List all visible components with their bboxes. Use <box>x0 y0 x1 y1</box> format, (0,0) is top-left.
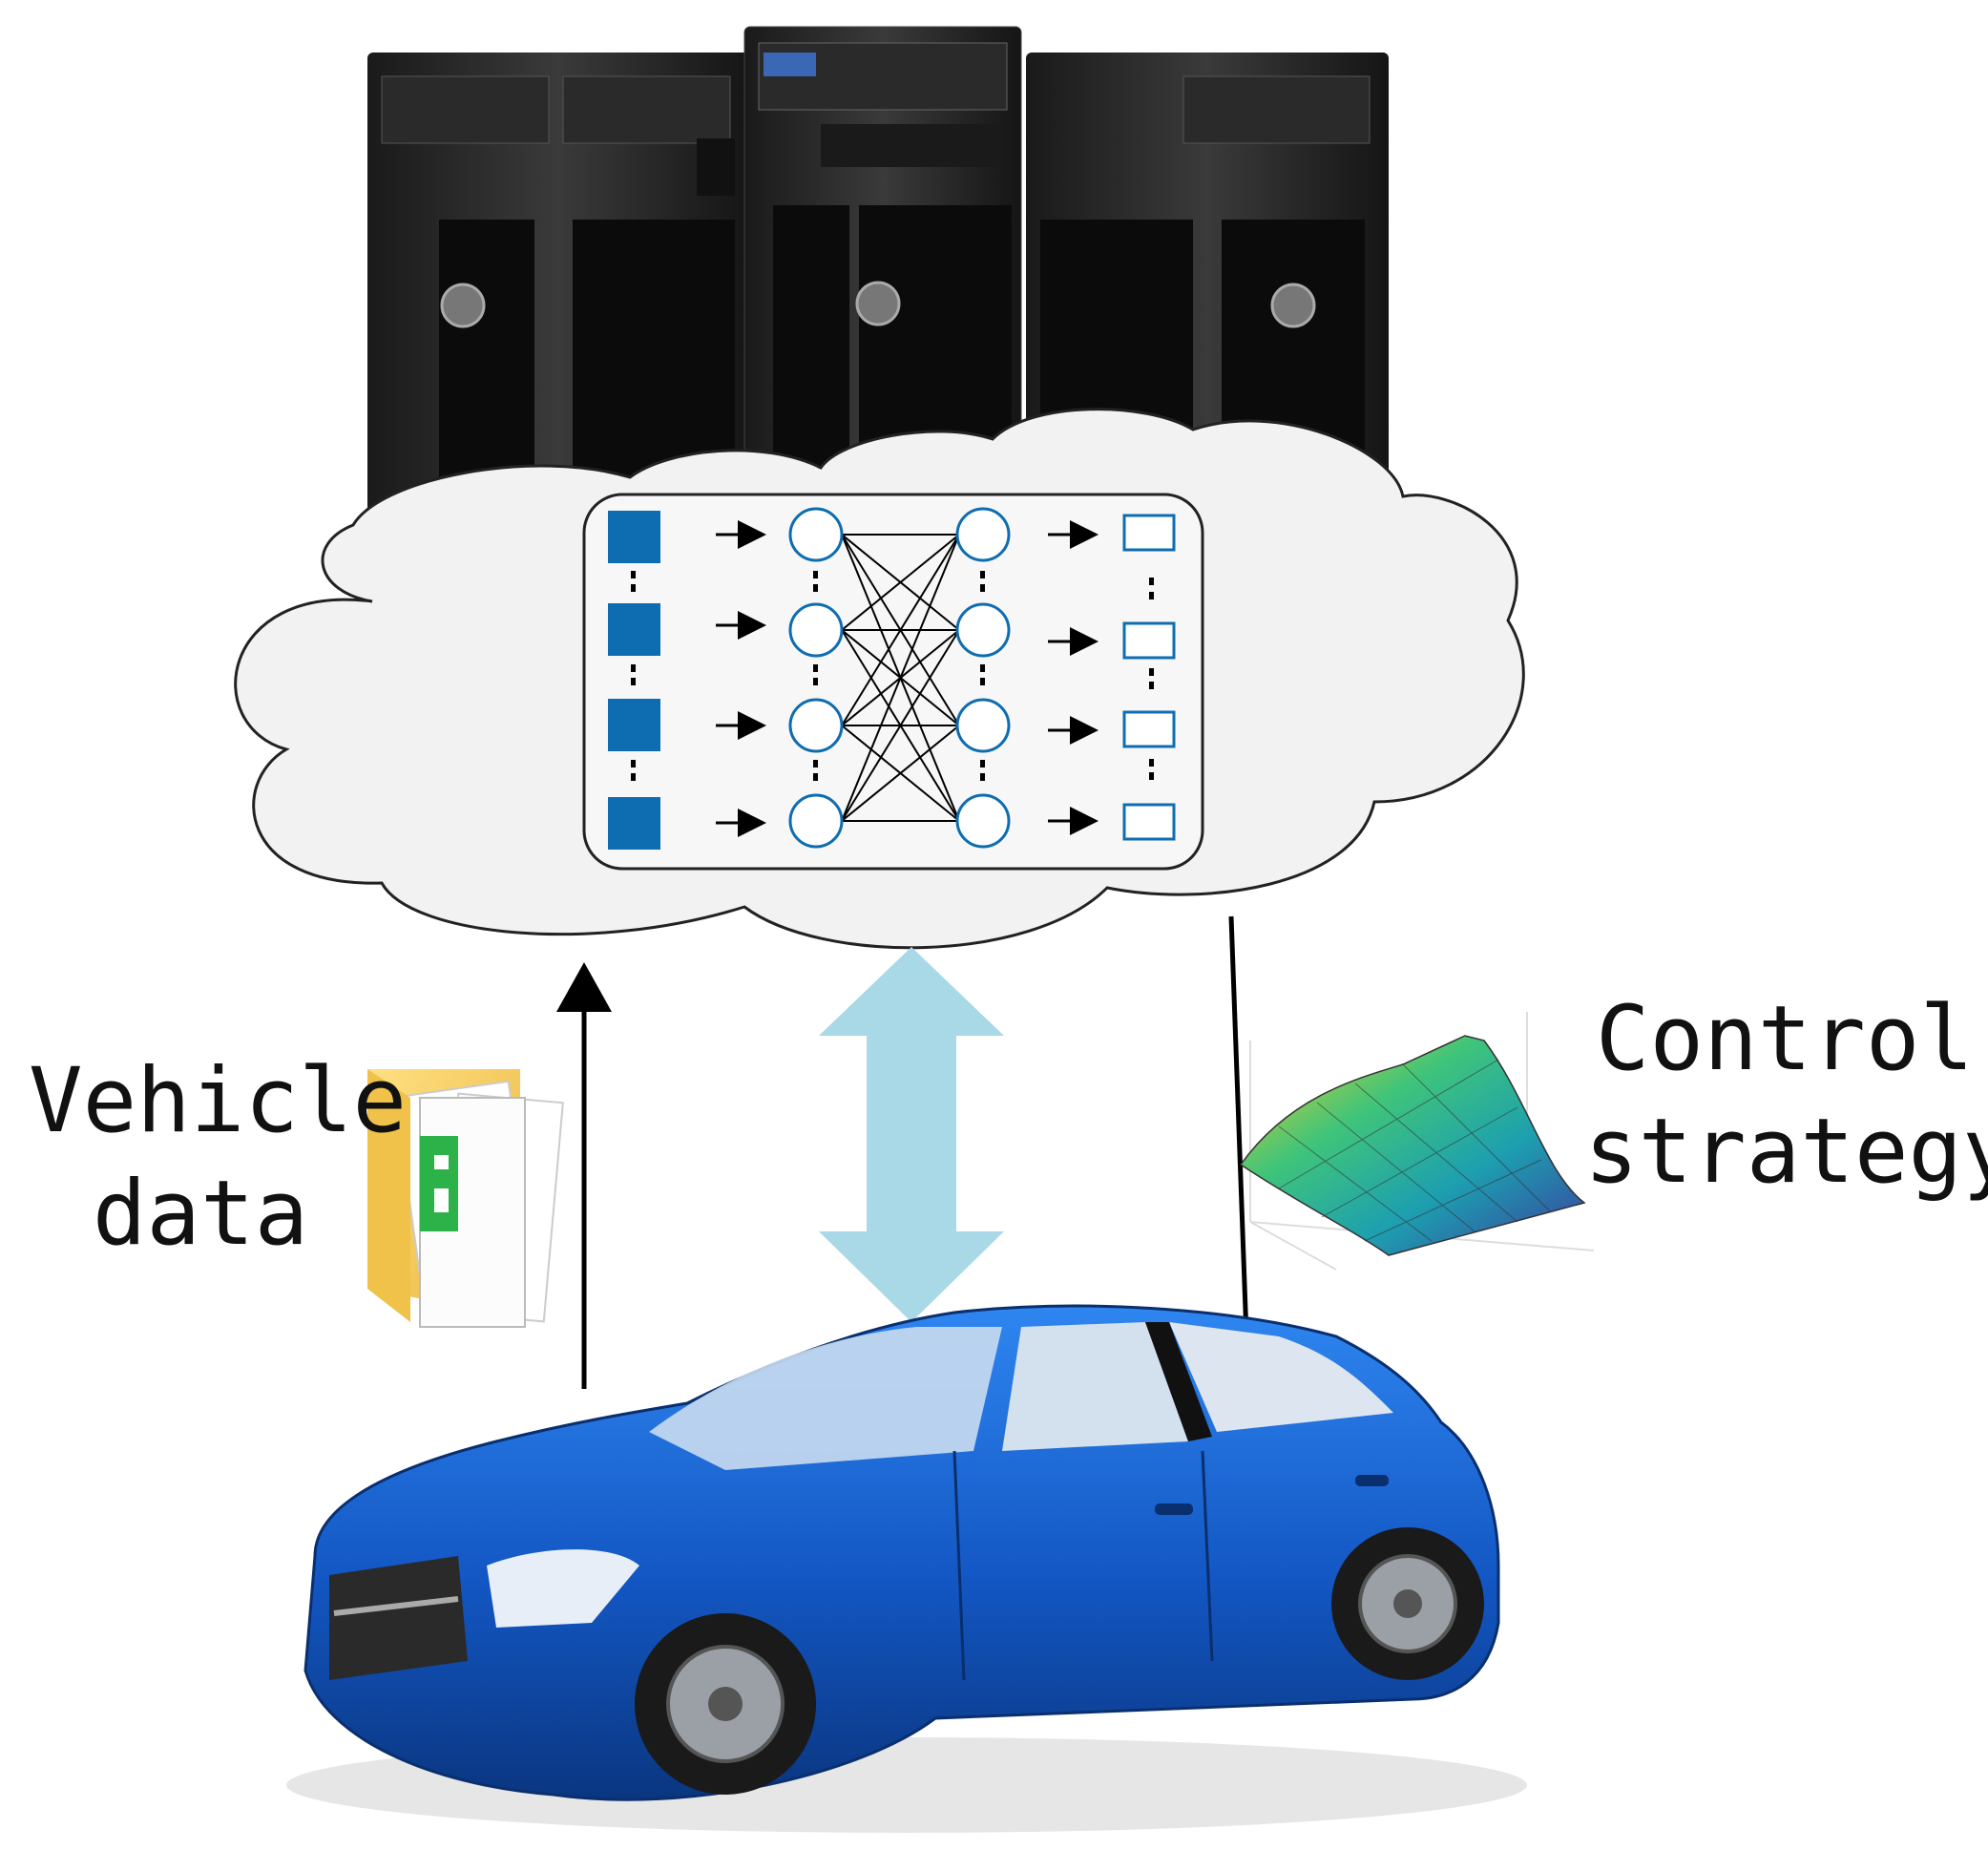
vehicle-data-line1: Vehicle <box>29 1049 408 1153</box>
input-node <box>608 699 660 751</box>
hidden-layer-2 <box>955 507 1011 849</box>
bidirectional-arrow <box>819 947 1004 1322</box>
input-layer <box>608 511 660 850</box>
input-node <box>608 797 660 850</box>
file-folder-icon <box>367 1069 564 1328</box>
surface-plot-icon <box>1239 1012 1595 1271</box>
hidden-node <box>788 793 844 849</box>
connections <box>841 534 960 822</box>
neural-network-panel <box>582 493 1204 871</box>
hidden-node <box>788 507 844 562</box>
output-arrows <box>1048 520 1099 835</box>
vehicle-data-arrow <box>556 962 612 1389</box>
car-icon <box>286 1304 1527 1833</box>
hidden-layer-1 <box>788 507 844 849</box>
output-node <box>1122 710 1176 748</box>
vehicle-data-line2: data <box>92 1161 309 1266</box>
hidden-node <box>955 698 1011 753</box>
hidden-dots <box>813 571 985 781</box>
output-node <box>1122 803 1176 841</box>
input-dots <box>631 571 636 781</box>
hidden-node <box>955 793 1011 849</box>
hidden-node <box>955 602 1011 658</box>
servers <box>367 26 1389 549</box>
hidden-node <box>788 698 844 753</box>
output-node <box>1122 621 1176 660</box>
control-strategy-line2: strategy <box>1584 1099 1988 1204</box>
front-wheel <box>635 1613 816 1795</box>
control-strategy-line1: Control <box>1595 987 1975 1091</box>
hidden-node <box>955 507 1011 562</box>
hidden-node <box>788 602 844 658</box>
input-node <box>608 511 660 563</box>
rear-wheel <box>1331 1527 1484 1680</box>
input-arrows <box>716 520 766 837</box>
input-node <box>608 603 660 656</box>
output-dots <box>1149 578 1154 780</box>
output-layer <box>1122 514 1176 841</box>
output-node <box>1122 514 1176 552</box>
